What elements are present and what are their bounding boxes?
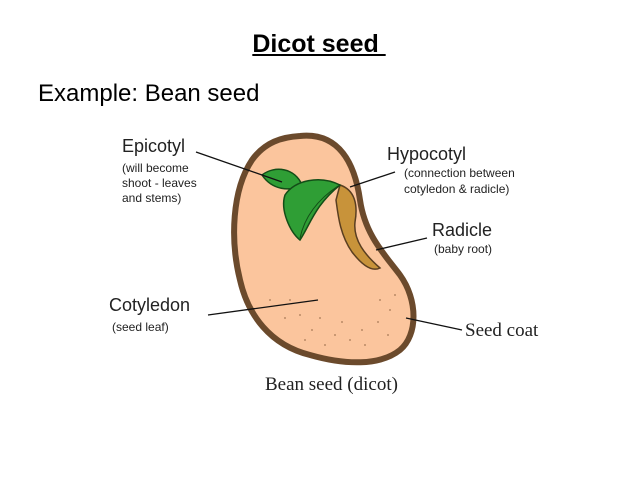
cotyledon-pointer	[207, 299, 319, 316]
cotyledon-desc: (seed leaf)	[112, 320, 169, 334]
leaf-vein	[299, 185, 339, 239]
radicle-pointer	[375, 237, 428, 251]
hypocotyl-label: Hypocotyl	[387, 144, 466, 164]
slide-title: Dicot seed	[0, 30, 638, 59]
radicle-shape	[335, 184, 382, 270]
epicotyl-desc-2: shoot - leaves	[122, 176, 197, 190]
epicotyl-desc-1: (will become	[122, 161, 189, 175]
seed-coat-shape	[231, 132, 417, 366]
cotyledon-texture	[269, 294, 396, 346]
radicle-desc: (baby root)	[434, 242, 492, 256]
hypocotyl-desc-1: (connection between	[404, 166, 515, 180]
diagram-caption: Bean seed (dicot)	[265, 374, 398, 395]
example-text: Example: Bean seed	[38, 80, 260, 107]
hypocotyl-desc-2: cotyledon & radicle)	[404, 182, 509, 196]
cotyledon-label: Cotyledon	[109, 295, 190, 315]
epicotyl-pointer	[195, 151, 283, 183]
seed-coat-pointer	[405, 317, 463, 331]
hypocotyl-pointer	[349, 171, 396, 188]
epicotyl-label: Epicotyl	[122, 136, 185, 156]
epicotyl-desc-3: and stems)	[122, 191, 181, 205]
seed-coat-label: Seed coat	[465, 320, 539, 341]
radicle-label: Radicle	[432, 220, 492, 240]
title-text: Dicot seed	[252, 30, 386, 58]
